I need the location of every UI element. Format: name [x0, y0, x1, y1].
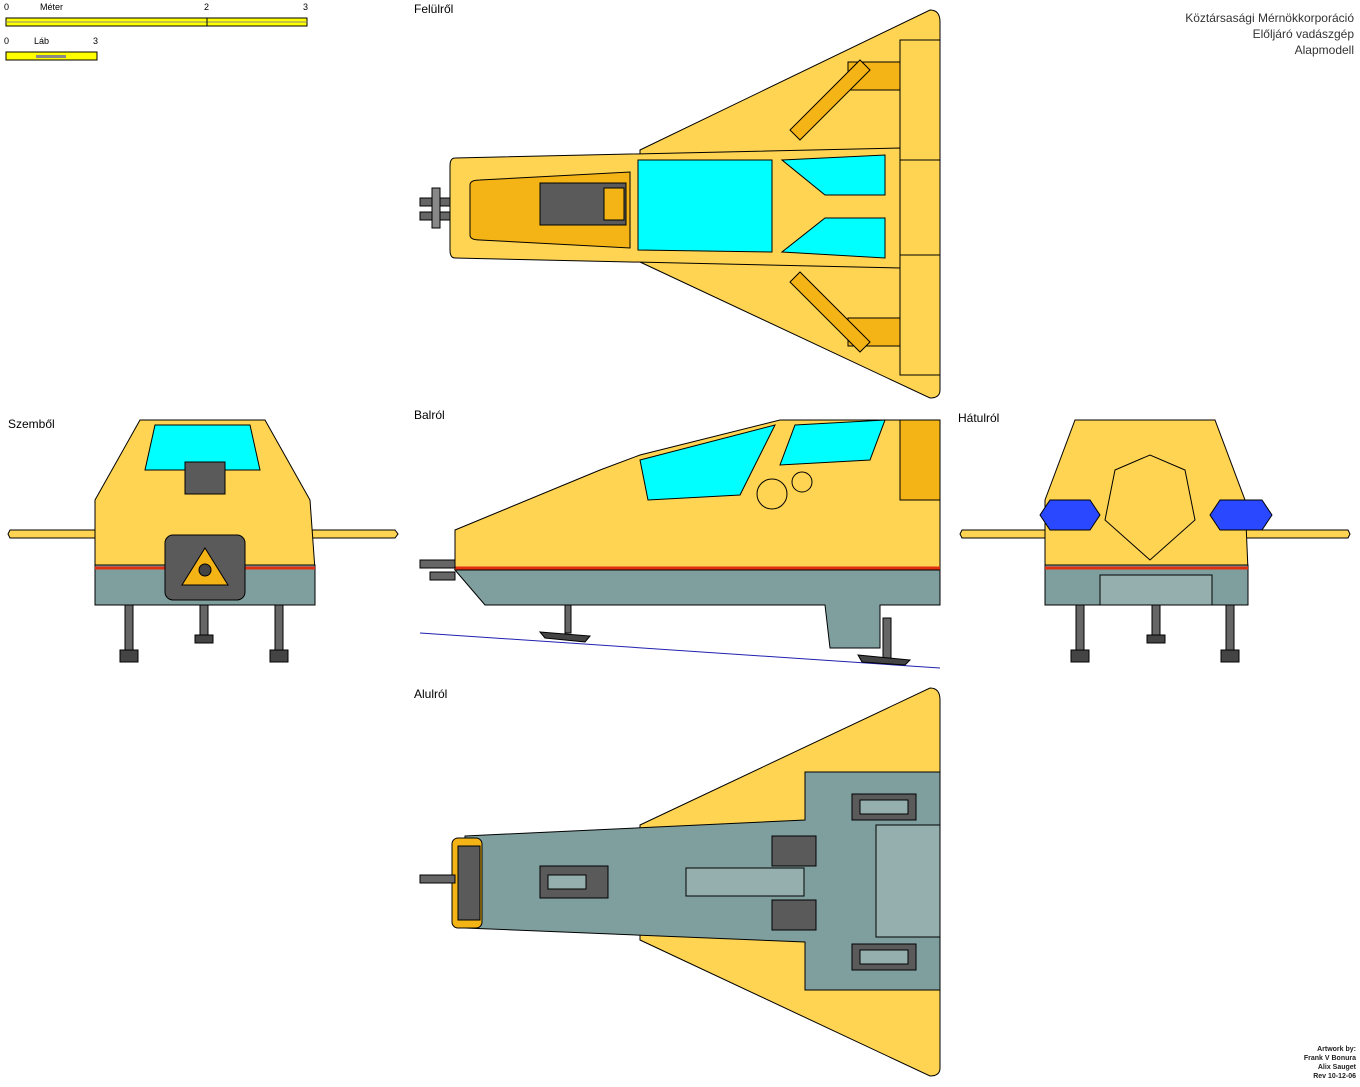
title-line-company: Köztársasági Mérnökkorporáció	[1185, 11, 1354, 25]
view-label-top: Felülről	[414, 2, 454, 16]
top-view	[419, 9, 941, 399]
scale-bar-meter-graphic	[5, 17, 308, 27]
foot-tick-0: 0	[4, 36, 10, 46]
foot-tick-3: 3	[93, 36, 99, 46]
front-view	[7, 419, 399, 663]
meter-tick-3: 3	[303, 2, 309, 12]
meter-tick-0: 0	[4, 2, 10, 12]
credits-line-3: Alix Sauget	[1317, 1064, 1356, 1071]
meter-tick-2: 2	[204, 2, 210, 12]
credits-line-4: Rev 10-12-06	[1313, 1073, 1356, 1080]
view-label-rear: Hátulról	[958, 411, 1000, 425]
left-view-canopy-rear	[779, 419, 886, 466]
left-view	[419, 419, 941, 669]
view-label-left: Balról	[414, 408, 445, 422]
rear-view-thruster-left	[1039, 499, 1101, 531]
credits-line-2: Frank V Bonura	[1303, 1055, 1356, 1062]
top-view-canopy	[637, 159, 773, 253]
rear-view-thruster-right	[1209, 499, 1273, 531]
foot-label: Láb	[34, 36, 50, 46]
meter-label: Méter	[40, 2, 64, 12]
bottom-view	[419, 687, 941, 1077]
ground-line	[419, 632, 941, 669]
title-line-craft: Előljáró vadászgép	[1252, 27, 1354, 41]
front-view-canopy	[144, 424, 261, 471]
view-label-bottom: Alulról	[414, 687, 448, 701]
title-block: Köztársasági Mérnökkorporáció Előljáró v…	[1185, 10, 1354, 58]
credits-block: Artwork by: Frank V Bonura Alix Sauget R…	[1304, 1045, 1356, 1081]
rear-view	[959, 419, 1351, 663]
title-line-model: Alapmodell	[1294, 43, 1354, 57]
left-view-canopy-front	[639, 424, 776, 501]
view-label-front: Szemből	[8, 417, 55, 431]
credits-line-1: Artwork by:	[1317, 1046, 1356, 1053]
scale-bar-foot-graphic	[5, 51, 98, 61]
left-view-underside	[453, 569, 941, 649]
